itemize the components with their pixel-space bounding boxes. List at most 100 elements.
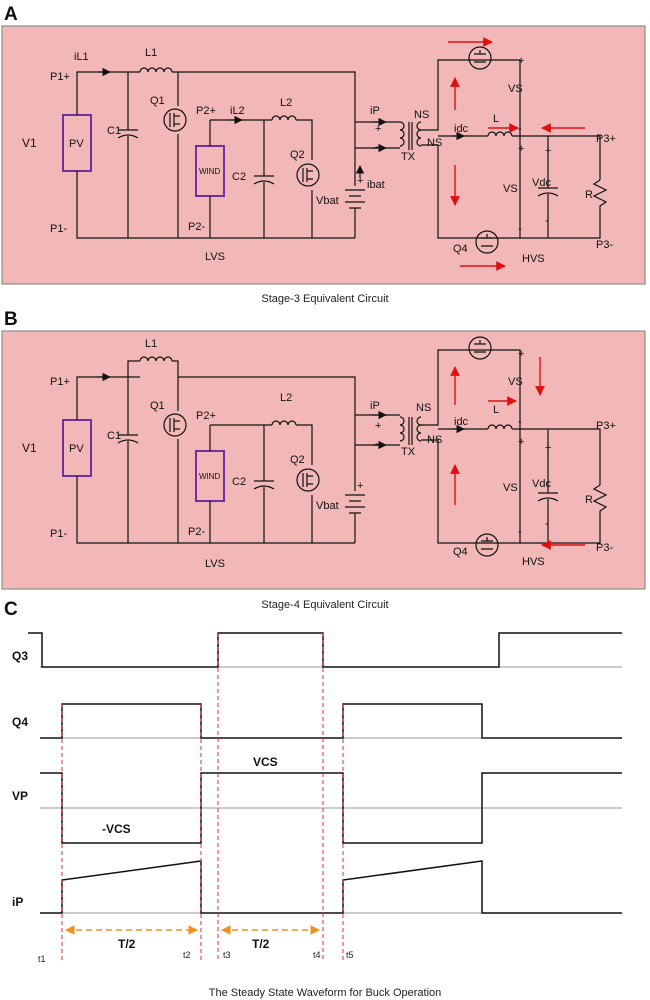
primary-minus-label: - (375, 438, 379, 450)
vdc-label: Vdc (532, 177, 551, 189)
vdc-plus-label: + (545, 145, 551, 157)
pv-label: PV (69, 443, 84, 455)
primary-plus-label: + (375, 123, 381, 135)
il1-label: iL1 (74, 51, 89, 63)
idc-label: idc (454, 416, 469, 428)
lvs-label: LVS (205, 251, 225, 263)
p2-minus-label: P2- (188, 526, 205, 538)
q2-label: Q2 (290, 454, 305, 466)
panel-c-letter: C (4, 599, 18, 620)
vbat-label: Vbat (316, 195, 339, 207)
p2-plus-label: P2+ (196, 410, 216, 422)
t3-label: t3 (223, 950, 231, 960)
panel-a-letter: A (4, 4, 18, 25)
vp-signal-label: VP (12, 789, 28, 803)
l2-label: L2 (280, 392, 292, 404)
wind-label: WIND (199, 167, 221, 176)
wind-label: WIND (199, 472, 221, 481)
p3-minus-label: P3- (596, 542, 613, 554)
half-period-label-1: T/2 (118, 937, 136, 951)
t2-label: t2 (183, 950, 191, 960)
p3-minus-label: P3- (596, 239, 613, 251)
vdc-label: Vdc (532, 478, 551, 490)
q3-signal-label: Q3 (12, 649, 28, 663)
l-label: L (493, 113, 499, 125)
idc-label: idc (454, 123, 469, 135)
ibat-label: ibat (367, 179, 385, 191)
tx-label: TX (401, 151, 416, 163)
ns-bottom-label: NS (427, 137, 442, 149)
hvs-label: HVS (522, 253, 545, 265)
vs-bottom-label: VS (503, 482, 518, 494)
ip-signal-label: iP (12, 895, 23, 909)
t5-label: t5 (346, 950, 354, 960)
p1-plus-label: P1+ (50, 71, 70, 83)
minus-vcs-label: -VCS (102, 822, 131, 836)
q4-waveform (40, 703, 622, 739)
vs-top-plus-label: + (518, 55, 524, 67)
vp-waveform (40, 772, 622, 844)
ip-label: iP (370, 105, 380, 117)
panel-c-caption: The Steady State Waveform for Buck Opera… (209, 987, 442, 999)
v1-label: V1 (22, 441, 37, 455)
panel-b-circuit: PV V1 P1+ P1- L1 C1 Q1 P2+ WIND P2- L2 C… (1, 330, 646, 590)
p3-plus-label: P3+ (596, 133, 616, 145)
l1-label: L1 (145, 47, 157, 59)
p1-plus-label: P1+ (50, 376, 70, 388)
t1-label: t1 (38, 954, 46, 964)
r-label: R (585, 189, 593, 201)
q3-waveform (28, 632, 622, 668)
vdc-plus-label: + (545, 442, 551, 454)
pv-label: PV (69, 138, 84, 150)
c2-label: C2 (232, 476, 246, 488)
vdc-minus-label: - (545, 518, 549, 530)
p1-minus-label: P1- (50, 223, 67, 235)
c1-label: C1 (107, 430, 121, 442)
q4-label: Q4 (453, 243, 468, 255)
vs-top-label: VS (508, 376, 523, 388)
ns-top-label: NS (416, 402, 431, 414)
l2-label: L2 (280, 97, 292, 109)
vs-top-minus-label: - (518, 416, 522, 428)
vdc-minus-label: - (545, 215, 549, 227)
vs-bottom-plus-label: + (518, 143, 524, 155)
lvs-label: LVS (205, 558, 225, 570)
q1-label: Q1 (150, 400, 165, 412)
q2-label: Q2 (290, 149, 305, 161)
primary-plus-label: + (375, 420, 381, 432)
half-period-label-2: T/2 (252, 937, 270, 951)
vs-top-minus-label: - (518, 123, 522, 135)
tx-label: TX (401, 446, 416, 458)
p3-plus-label: P3+ (596, 420, 616, 432)
q4-label: Q4 (453, 546, 468, 558)
primary-minus-label: - (375, 141, 379, 153)
waveform-panel: Q3 Q4 VP VCS -VCS iP T/2 T/2 t1 t2 t3 t4… (12, 632, 622, 964)
battery-plus-label: + (357, 480, 363, 492)
t4-label: t4 (313, 950, 321, 960)
panel-a-circuit: PV V1 iL1 P1+ P1- L1 C1 Q1 P2+ iL2 WIND … (1, 25, 646, 285)
vs-bottom-minus-label: - (518, 526, 522, 538)
p2-minus-label: P2- (188, 221, 205, 233)
vcs-label: VCS (253, 755, 278, 769)
vs-bottom-plus-label: + (518, 436, 524, 448)
ip-waveform (40, 860, 622, 914)
hvs-label: HVS (522, 556, 545, 568)
vs-bottom-label: VS (503, 183, 518, 195)
battery-plus-label: + (357, 175, 363, 187)
c2-label: C2 (232, 171, 246, 183)
vs-bottom-minus-label: - (518, 223, 522, 235)
r-label: R (585, 494, 593, 506)
ip-label: iP (370, 400, 380, 412)
v1-label: V1 (22, 136, 37, 150)
p1-minus-label: P1- (50, 528, 67, 540)
vs-top-label: VS (508, 83, 523, 95)
l1-label: L1 (145, 338, 157, 350)
vbat-label: Vbat (316, 500, 339, 512)
l-label: L (493, 404, 499, 416)
q4-signal-label: Q4 (12, 715, 28, 729)
panel-b-letter: B (4, 309, 18, 330)
vs-top-plus-label: + (518, 348, 524, 360)
q1-label: Q1 (150, 95, 165, 107)
ns-top-label: NS (414, 109, 429, 121)
il2-label: iL2 (230, 105, 245, 117)
